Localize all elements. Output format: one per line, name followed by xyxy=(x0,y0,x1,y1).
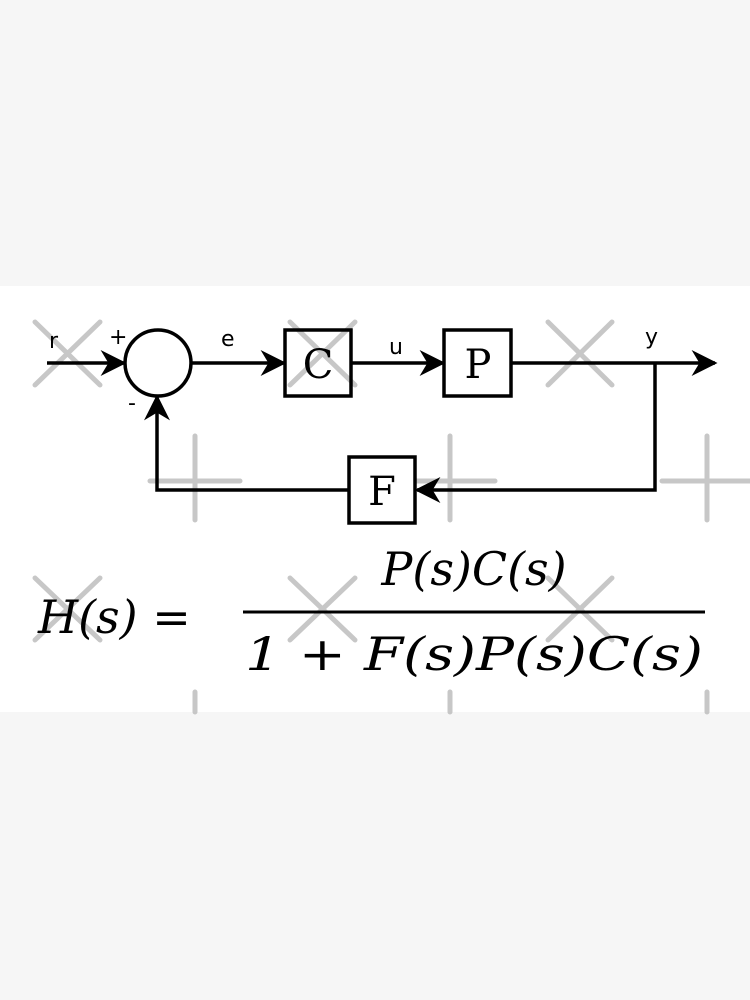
feedback-label: F xyxy=(368,469,396,515)
equation-denominator: 1 + F(s)P(s)C(s) xyxy=(245,627,703,681)
minus-sign: - xyxy=(128,391,136,416)
feedback-return-arrow xyxy=(144,394,349,492)
summing-junction xyxy=(123,328,193,398)
plus-sign: + xyxy=(109,325,127,350)
signal-e-label: e xyxy=(221,327,235,352)
equation-lhs: H(s) = xyxy=(37,590,191,644)
watermark xyxy=(32,319,750,715)
feedback-block xyxy=(347,455,417,525)
signal-u-label: u xyxy=(389,335,403,360)
signal-y-label: y xyxy=(645,325,658,350)
plant-label: P xyxy=(465,342,492,388)
equation-numerator: P(s)C(s) xyxy=(380,542,566,596)
controller-label: C xyxy=(303,342,334,388)
feedback-path xyxy=(414,363,657,503)
signal-r-label: r xyxy=(49,329,59,354)
